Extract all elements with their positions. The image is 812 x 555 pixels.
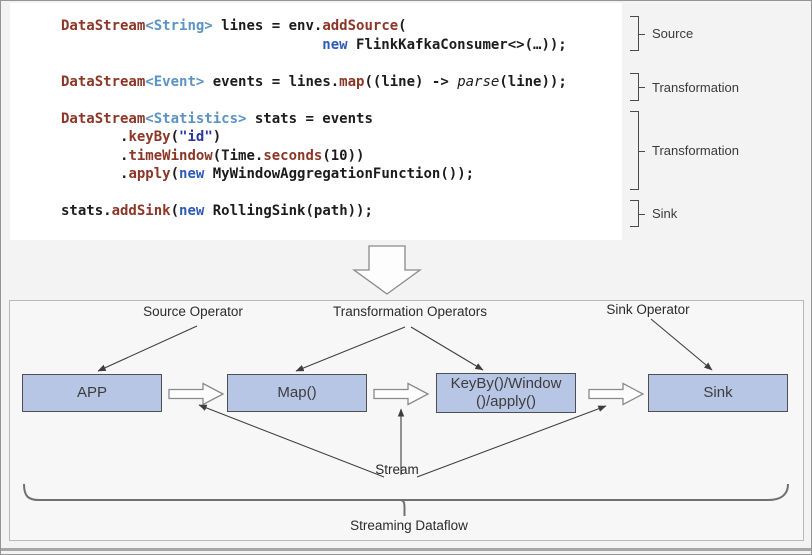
annotation-transformation-1: Transformation: [630, 73, 739, 101]
node-app: APP: [22, 374, 162, 412]
node-keyby-window-apply: KeyBy()/Window ()/apply(): [436, 373, 576, 413]
annotation-transformation-2: Transformation: [630, 111, 739, 190]
brace-icon: [630, 16, 645, 51]
brace-icon: [630, 200, 645, 227]
streaming-dataflow-label: Streaming Dataflow: [350, 518, 468, 533]
annotation-label: Source: [652, 26, 694, 41]
annotation-label: Transformation: [652, 143, 739, 158]
window-bottom-edge: [1, 548, 811, 551]
annotation-label: Transformation: [652, 79, 739, 95]
brace-icon: [630, 111, 645, 190]
down-arrow-icon: [352, 245, 422, 295]
node-sink: Sink: [648, 374, 788, 412]
annotation-label: Sink: [652, 206, 678, 221]
code-block: DataStream<String> lines = env.addSource…: [61, 18, 567, 219]
annotation-source: Source: [630, 16, 694, 51]
annotation-sink: Sink: [630, 200, 678, 227]
stream-label: Stream: [375, 462, 419, 477]
sink-operator-label: Sink Operator: [606, 302, 690, 317]
transformation-operators-label: Transformation Operators: [332, 304, 488, 319]
brace-icon: [630, 73, 645, 101]
code-panel: DataStream<String> lines = env.addSource…: [10, 3, 622, 240]
dataflow-diagram-box: [9, 300, 804, 541]
node-map: Map(): [227, 374, 367, 412]
source-operator-label: Source Operator: [143, 304, 243, 319]
